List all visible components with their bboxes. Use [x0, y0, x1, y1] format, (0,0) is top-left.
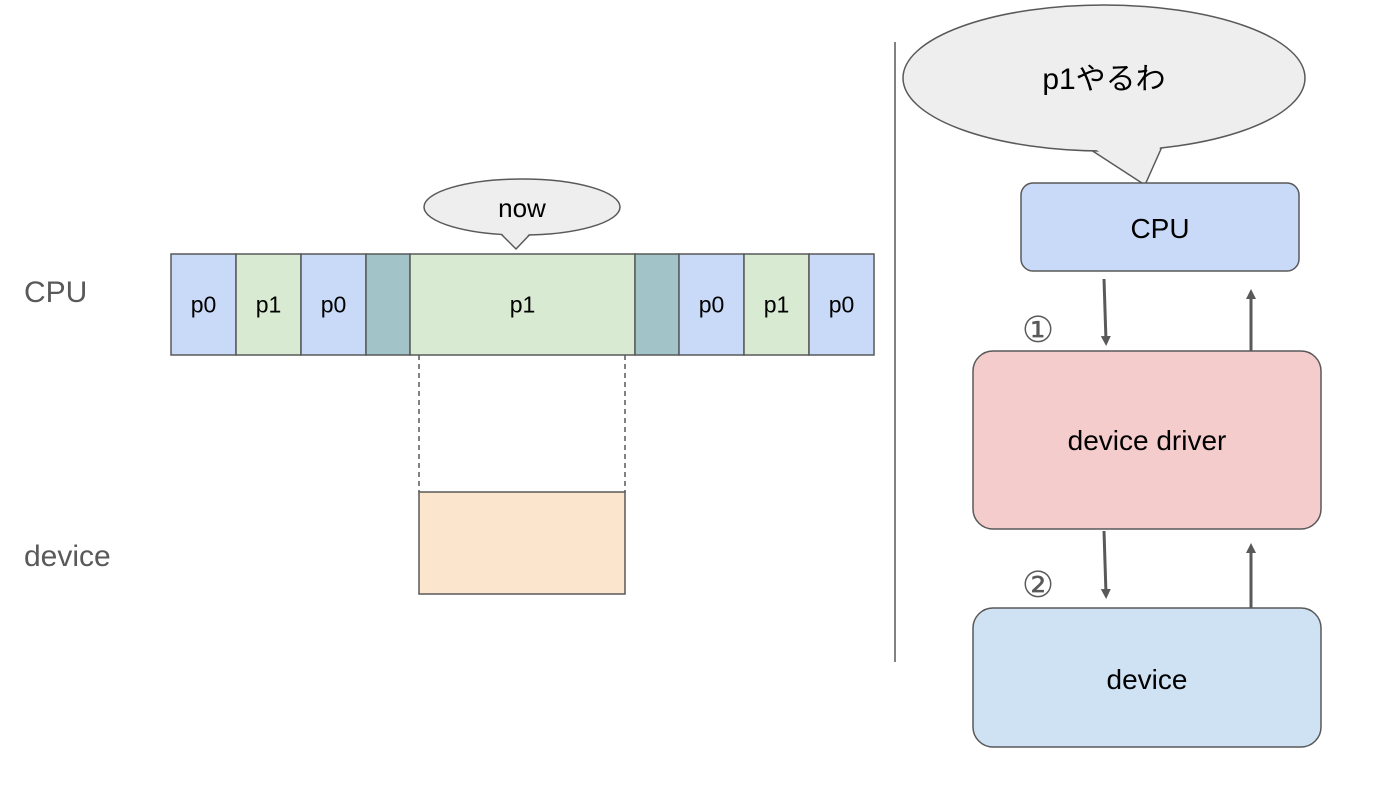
- timeline-segment-label: p1: [764, 292, 790, 318]
- timeline-segment-label: p1: [510, 292, 536, 318]
- device-driver-box: [972, 350, 1322, 530]
- step-2-marker: ②: [1022, 564, 1054, 605]
- timeline-segment-label: p0: [191, 292, 217, 318]
- timeline-segment-label: p0: [829, 292, 855, 318]
- cpu-box: [1020, 182, 1300, 272]
- timeline-segment-p1: [409, 253, 636, 356]
- step-1-marker: ①: [1022, 309, 1054, 350]
- cpu-row-label: CPU: [24, 276, 87, 309]
- cpu-box-label: CPU: [1130, 213, 1189, 244]
- timeline-segment-label: p0: [699, 292, 725, 318]
- speech-bubble-text: p1やるわ: [1042, 63, 1165, 96]
- context-switch-segment: [365, 253, 411, 356]
- timeline-segment-p0: [678, 253, 745, 356]
- timeline-segment-label: p1: [256, 292, 282, 318]
- timeline-segment-label: p0: [321, 292, 347, 318]
- timeline-segment-p0: [170, 253, 237, 356]
- arrow-cpu-to-driver: [1100, 278, 1111, 346]
- timeline-segment-p0: [300, 253, 367, 356]
- device-row-label: device: [24, 540, 111, 573]
- cpu-timeline: p0 p1 p0 p1 p0 p1 p0: [170, 253, 875, 356]
- timeline-segment-p1: [743, 253, 810, 356]
- device-box-label: device: [1107, 664, 1188, 695]
- now-bubble-text: now: [498, 193, 546, 223]
- timeline-segment-p1: [235, 253, 302, 356]
- cpu-speech-bubble: p1やるわ: [902, 4, 1306, 186]
- device-driver-label: device driver: [1068, 425, 1227, 456]
- context-switch-segment: [634, 253, 680, 356]
- timeline-segment-p0: [808, 253, 875, 356]
- now-bubble: now: [423, 178, 621, 250]
- arrow-driver-to-device: [1100, 530, 1111, 599]
- device-box: [972, 607, 1322, 748]
- device-busy-block: [418, 491, 626, 595]
